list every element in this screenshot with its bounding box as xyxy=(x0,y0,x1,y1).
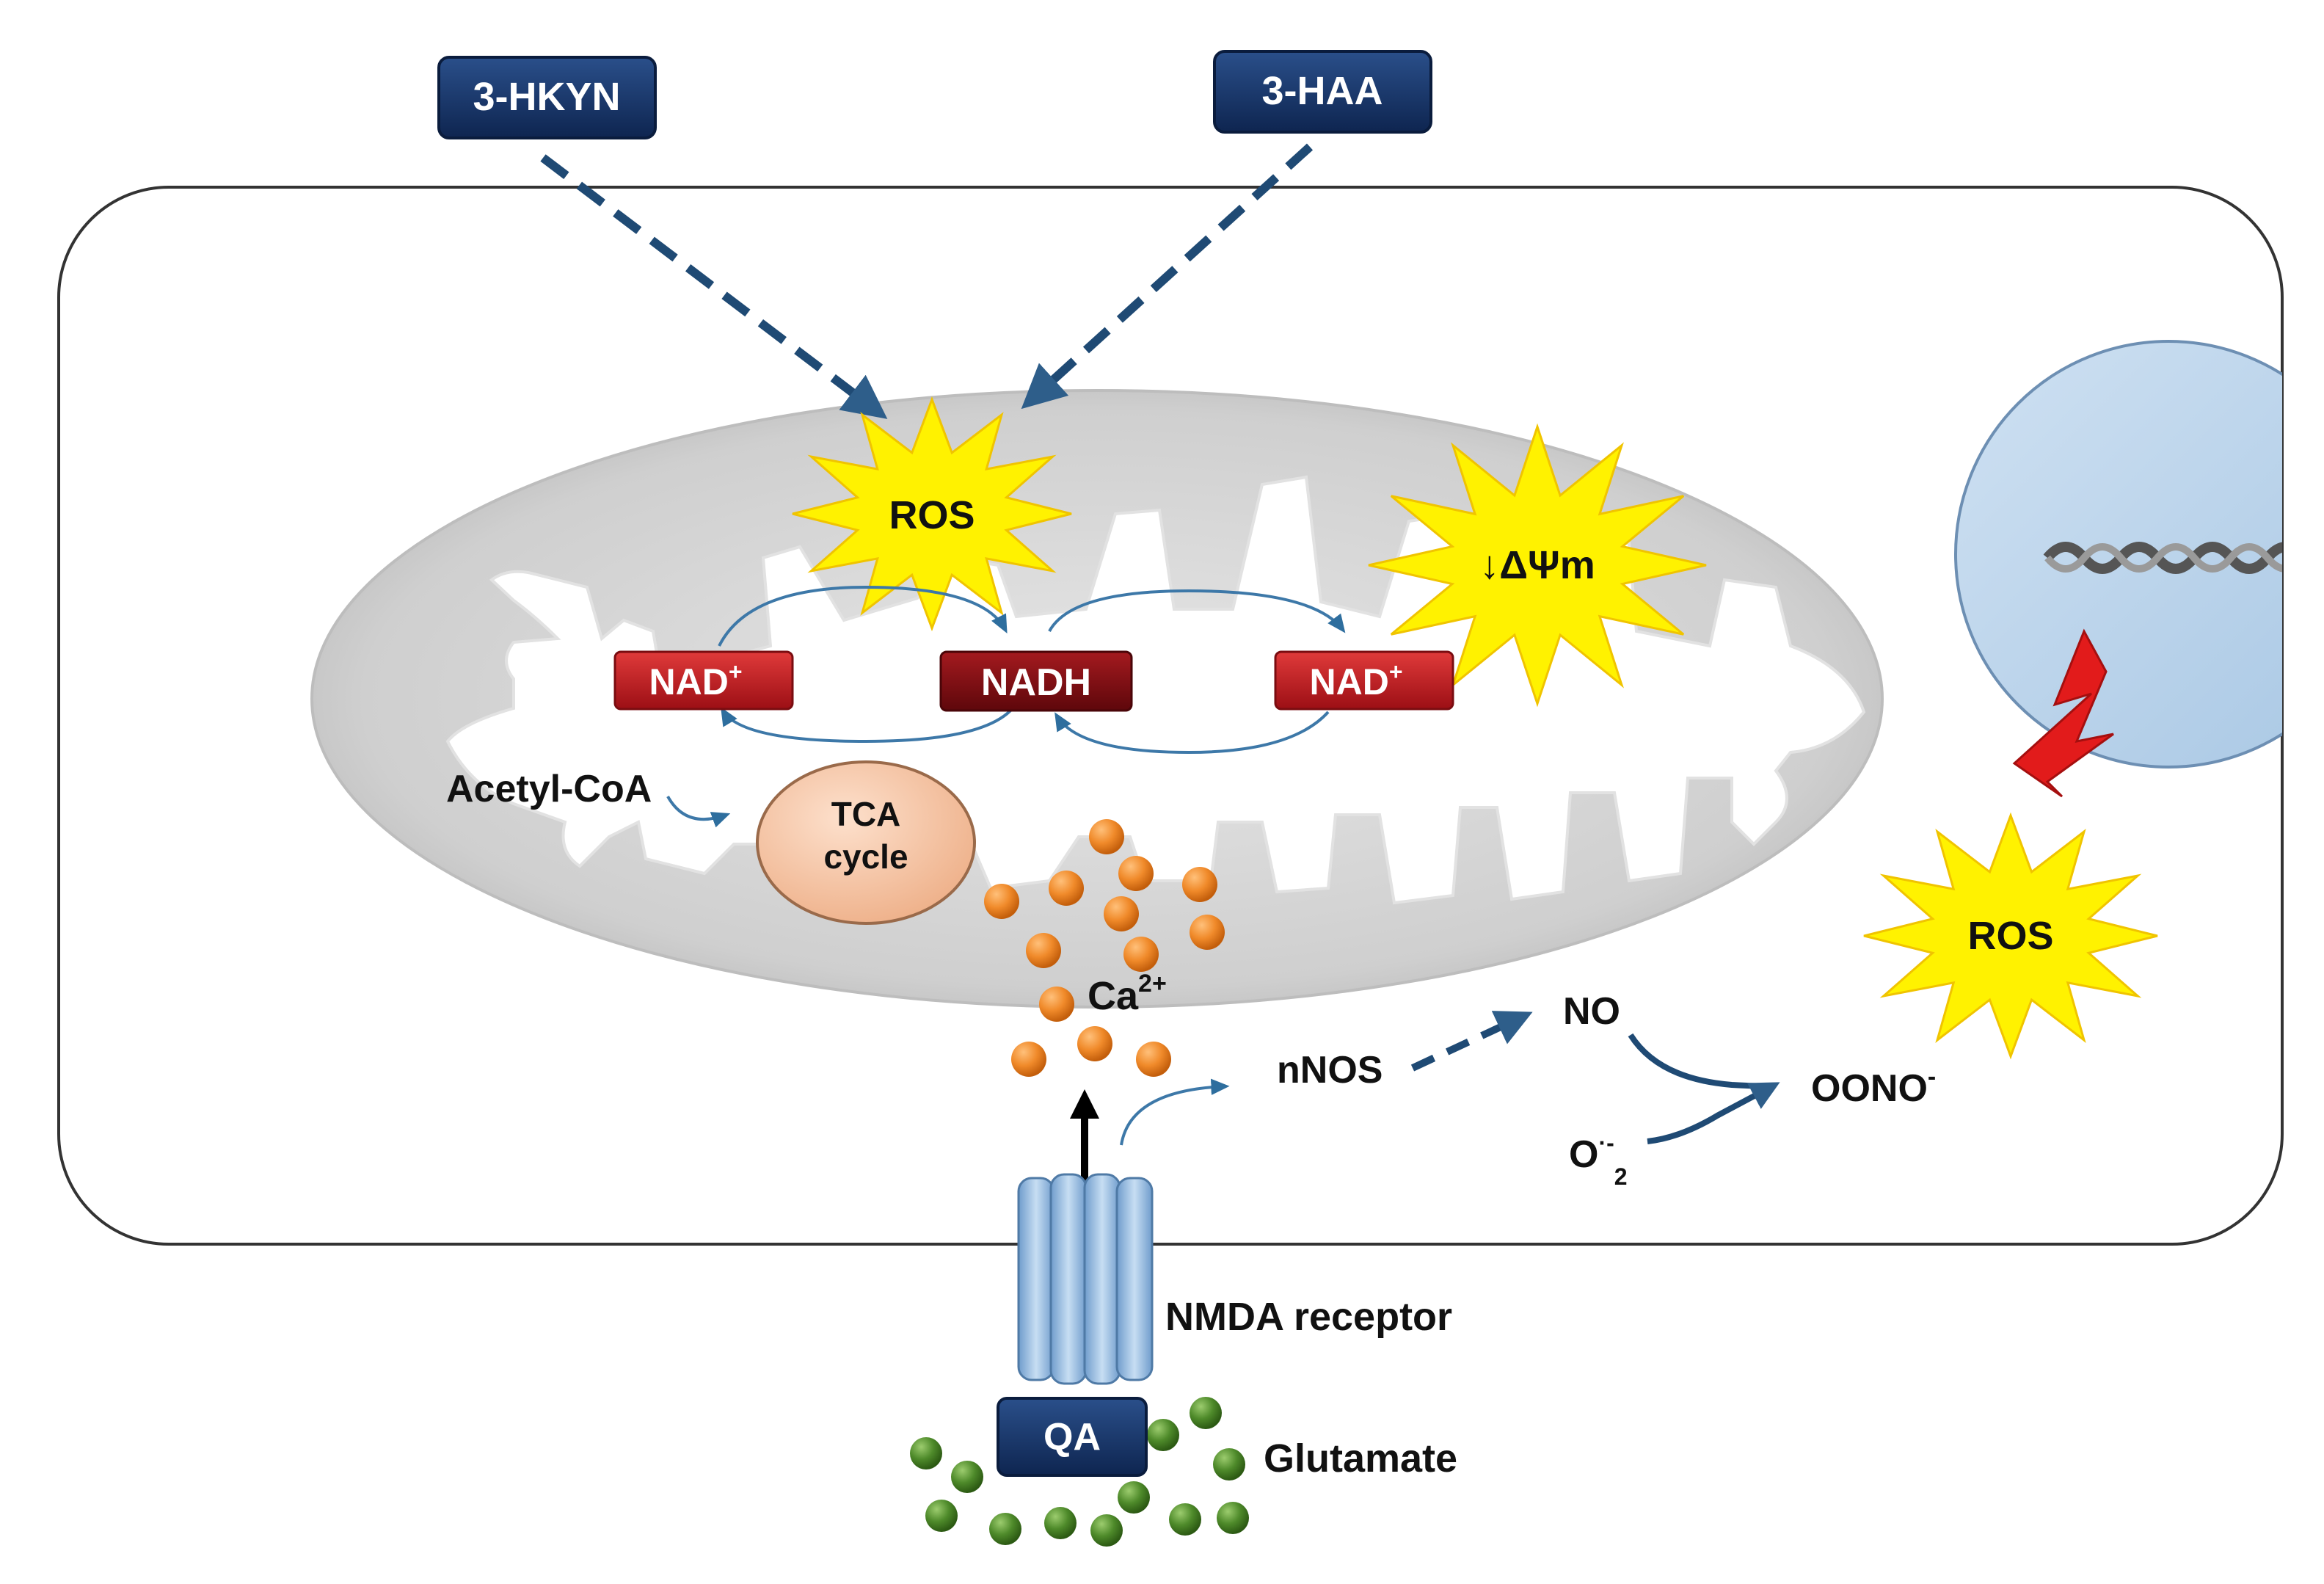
svg-text:OONO-: OONO- xyxy=(1811,1063,1936,1110)
arrow-o2-to-oono xyxy=(1647,1082,1780,1144)
arrow-nnos-to-no xyxy=(1410,1011,1533,1072)
label-calcium-sup: 2+ xyxy=(1138,970,1167,998)
calcium-ion xyxy=(1089,819,1124,854)
label-superoxide: O xyxy=(1569,1133,1598,1176)
label-superoxide-sub: 2 xyxy=(1614,1163,1628,1190)
label-oono-sup: - xyxy=(1928,1063,1936,1091)
box-qa: QA xyxy=(997,1397,1148,1477)
arrow-3hkyn-to-ros xyxy=(540,154,888,419)
label-nad-left-sup: + xyxy=(729,658,743,685)
ros-star-mitochondrion: ROS xyxy=(792,396,1072,632)
svg-text:NAD+: NAD+ xyxy=(1309,658,1402,702)
calcium-ion xyxy=(1039,987,1074,1022)
svg-text:O·-2: O·-2 xyxy=(1569,1130,1628,1190)
label-nadh: NADH xyxy=(981,661,1091,704)
glutamate-molecule xyxy=(1090,1514,1123,1547)
lightning-icon xyxy=(2012,628,2114,798)
calcium-ion xyxy=(1026,933,1061,968)
calcium-ion xyxy=(1123,937,1159,972)
nad-plus-right-box: NAD+ xyxy=(1274,650,1454,711)
glutamate-molecule xyxy=(1217,1502,1249,1534)
label-ros-mitochondrion: ROS xyxy=(889,493,975,537)
glutamate-molecule xyxy=(1147,1419,1179,1451)
nucleus xyxy=(1954,340,2282,769)
arrow-acetyl-coa-to-tca xyxy=(666,796,731,828)
label-tca-line1: TCA xyxy=(831,795,901,833)
calcium-ions xyxy=(984,819,1225,1077)
glutamate-molecule xyxy=(989,1513,1021,1545)
calcium-ion xyxy=(1011,1042,1046,1077)
ros-star-cytoplasm: ROS xyxy=(1863,812,2158,1060)
nadh-box: NADH xyxy=(939,650,1133,712)
calcium-ion xyxy=(984,884,1019,919)
label-nmda-receptor: NMDA receptor xyxy=(1165,1295,1452,1339)
label-tca-line2: cycle xyxy=(823,838,908,876)
glutamate-molecule xyxy=(1118,1481,1150,1514)
calcium-ion xyxy=(1190,915,1225,950)
svg-text:NAD+: NAD+ xyxy=(649,658,742,702)
label-nad-right: NAD xyxy=(1309,661,1388,702)
glutamate-molecule xyxy=(1169,1503,1201,1536)
label-3haa: 3-HAA xyxy=(1261,69,1383,113)
label-superoxide-sup: ·- xyxy=(1598,1130,1614,1156)
calcium-ion xyxy=(1077,1026,1112,1061)
box-3haa: 3-HAA xyxy=(1213,50,1432,134)
glutamate-molecule xyxy=(1213,1448,1245,1481)
dna-helix-icon xyxy=(2043,542,2282,574)
label-qa: QA xyxy=(1043,1416,1101,1458)
arrow-to-nnos xyxy=(1120,1078,1230,1146)
calcium-ion xyxy=(1104,896,1139,931)
glutamate-molecule xyxy=(1190,1397,1222,1429)
calcium-ion xyxy=(1118,856,1154,891)
glutamate-molecule xyxy=(925,1500,958,1532)
calcium-ion xyxy=(1182,867,1217,902)
label-nad-left: NAD xyxy=(649,661,728,702)
label-3hkyn: 3-HKYN xyxy=(473,75,620,119)
label-acetyl-coa: Acetyl-CoA xyxy=(446,768,652,810)
box-3hkyn: 3-HKYN xyxy=(437,56,657,139)
tca-cycle: TCA cycle xyxy=(756,760,976,925)
glutamate-molecules xyxy=(910,1397,1249,1547)
label-calcium: Ca xyxy=(1088,974,1139,1018)
calcium-ion xyxy=(1136,1042,1171,1077)
label-oono: OONO xyxy=(1811,1067,1928,1110)
label-nnos: nNOS xyxy=(1277,1049,1383,1091)
label-ros-cytoplasm: ROS xyxy=(1967,914,2053,958)
glutamate-molecule xyxy=(951,1461,983,1493)
nad-nadh-cycle-arrows xyxy=(718,585,1346,755)
label-nad-right-sup: + xyxy=(1389,658,1403,685)
nad-plus-left-box: NAD+ xyxy=(613,650,794,711)
label-glutamate: Glutamate xyxy=(1264,1436,1457,1481)
label-delta-psi: ↓ΔΨm xyxy=(1479,543,1595,587)
glutamate-molecule xyxy=(910,1437,942,1469)
label-no: NO xyxy=(1563,990,1620,1033)
membrane-potential-star: ↓ΔΨm xyxy=(1368,423,1707,708)
nmda-receptor xyxy=(1017,1173,1154,1385)
calcium-ion xyxy=(1049,871,1084,906)
arrow-3haa-to-mitochondrion xyxy=(1021,143,1314,410)
glutamate-molecule xyxy=(1044,1507,1077,1539)
svg-text:Ca2+: Ca2+ xyxy=(1088,970,1167,1018)
